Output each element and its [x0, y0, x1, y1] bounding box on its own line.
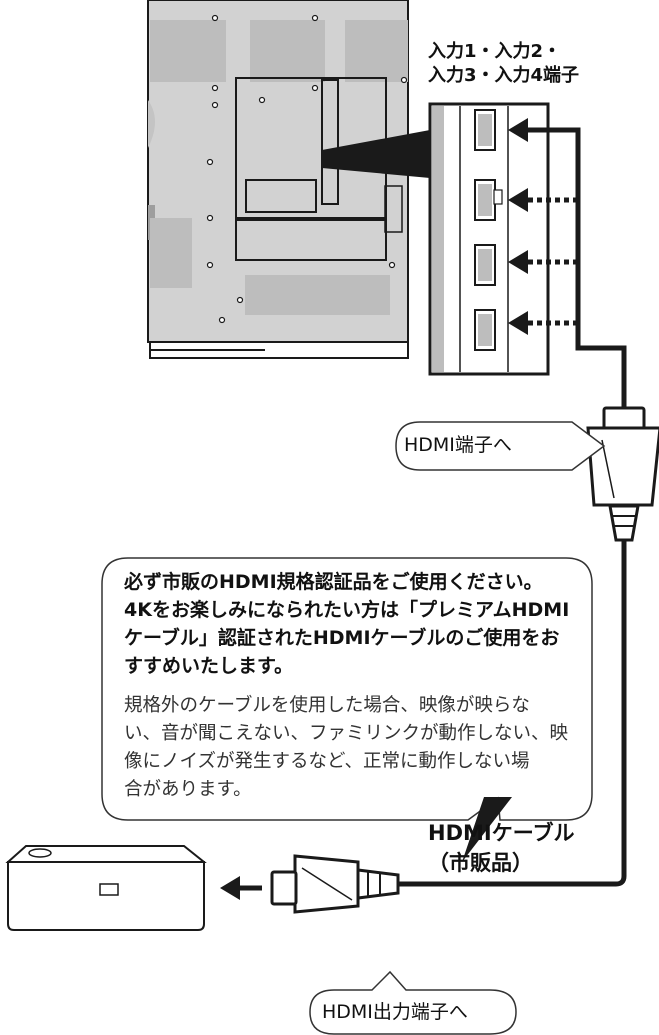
caution-note-body-line3: 像にノイズが発生するなど、正常に動作しない場 — [124, 751, 530, 772]
caution-note-bold-line3: ケーブル」認証されたHDMIケーブルのご使用をお — [124, 627, 560, 649]
input-terminals-label: 入力1・入力2・ 入力3・入力4端子 — [428, 40, 579, 88]
hdmi-cable — [398, 540, 627, 887]
device-arrow — [220, 876, 262, 900]
caution-note-body-line1: 規格外のケーブルを使用した場合、映像が映らな — [124, 695, 530, 716]
caution-note-body: 規格外のケーブルを使用した場合、映像が映らな い、音が聞こえない、ファミリンクが… — [124, 692, 579, 804]
callout-from-device-shape — [309, 970, 517, 1035]
terminal-panel — [428, 102, 550, 376]
zoom-wedge — [322, 130, 430, 178]
callout-to-tv-shape — [395, 421, 606, 471]
callout-hdmi-output: HDMI出力端子へ — [322, 1001, 468, 1023]
tv-back-panel — [147, 0, 409, 359]
hdmi-cable-label-line2: （市販品） — [428, 851, 533, 875]
hdmi-cable-label-line1: HDMIケーブル — [428, 821, 575, 845]
caution-note-bold-line1: 必ず市販のHDMI規格認証品をご使用ください。 — [124, 571, 543, 593]
port-arrows — [508, 118, 627, 412]
input-terminals-label-line2: 入力3・入力4端子 — [428, 65, 580, 86]
hdmi-plug-upper — [586, 406, 659, 542]
caution-note-bold-line2: 4Kをお楽しみになられたい方は「プレミアムHDMI — [124, 599, 570, 621]
hdmi-plug-lower — [270, 854, 400, 914]
caution-note: 必ず市販のHDMI規格認証品をご使用ください。 4Kをお楽しみになられたい方は「… — [102, 558, 572, 818]
caution-note-bold-line4: すすめいたします。 — [124, 655, 294, 677]
caution-note-body-line2: い、音が聞こえない、ファミリンクが動作しない、映 — [124, 723, 569, 744]
input-terminals-label-line1: 入力1・入力2・ — [428, 41, 562, 62]
source-device — [5, 845, 207, 931]
caution-note-body-line4: 合があります。 — [124, 779, 252, 800]
caution-note-bold: 必ず市販のHDMI規格認証品をご使用ください。 4Kをお楽しみになられたい方は「… — [124, 568, 584, 680]
callout-hdmi-to-tv: HDMI端子へ — [404, 434, 512, 456]
note-box-shape — [101, 557, 593, 862]
hdmi-cable-label: HDMIケーブル （市販品） — [428, 818, 574, 878]
